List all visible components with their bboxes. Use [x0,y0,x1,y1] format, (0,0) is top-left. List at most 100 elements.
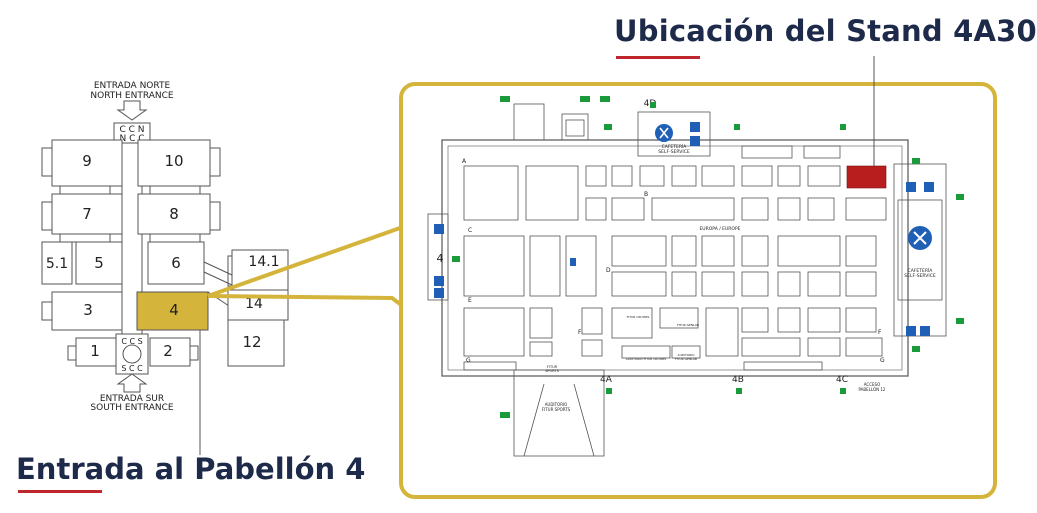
cloakroom-icon [434,224,444,234]
auditorio-sports-label-1: AUDITORIO [545,402,568,407]
exit-sign-icon [600,96,610,102]
exit-sign-icon [606,388,612,394]
callout-line-bottom [207,294,402,306]
top-cafeteria-block [637,111,711,157]
row-b-label: B [644,191,648,198]
stand-location-heading: Ubicación del Stand 4A30 [614,14,1037,48]
cutlery-glyph-right [913,231,927,245]
row-f-label: F [578,329,582,336]
accessible-icon-left [434,288,444,298]
north-entrance-arrow-icon [116,100,148,121]
hall-9-label: 9 [82,152,92,170]
scc-label: S C C [121,364,143,373]
auditorio-genlab-label-1: AUDITORIO [678,353,696,357]
south-entrance-label-en: SOUTH ENTRANCE [90,403,173,413]
hall-7 [51,193,123,235]
exit-sign-icon [736,388,742,394]
exit-sign-icon [500,96,510,102]
exit-sign-icon [452,256,460,262]
exit-sign-icon [500,412,510,418]
exit-sign-icon [912,346,920,352]
accessible-icon-top [690,136,700,146]
info-icon-center [570,258,576,266]
row-a-label: A [462,158,467,165]
exit-sign-icon [650,102,656,108]
auditorio-cruises-label: AUDITORIO FITUR CRUISES [626,357,667,361]
hall-5-1 [41,241,73,285]
hall-3 [51,291,123,331]
hall-1-label: 1 [90,342,100,360]
cutlery-glyph-top [659,127,669,139]
hall-6-label: 6 [171,254,181,272]
fitur-sports-label-1: FITUR [547,365,558,369]
entrance-heading-underline [18,490,102,493]
fitur-genlab-label: FITUR GENLAB [677,323,699,327]
acceso-label-1: ACCESO [864,382,880,387]
hall-12 [227,319,285,367]
row-g-label: G [466,357,471,364]
floor-plan-labels: 4 A B C D E F G F G EUROPA / EUROPE CAFE… [437,99,936,412]
row-d-label: D [606,267,611,274]
south-entrance-arrow-icon [116,373,148,393]
ccn-label: C C N [119,125,144,135]
hall-entrance-heading: Entrada al Pabellón 4 [16,452,366,486]
hall-5-label: 5 [94,254,104,272]
accessible-icon-right-top [924,182,934,192]
hall-10-label: 10 [164,152,183,170]
gate-4b-label: 4B [732,375,744,385]
ccs-label: C C S [121,337,142,346]
stand-heading-underline [616,56,700,59]
south-entrance-label-es: ENTRADA SUR [100,394,164,404]
top-cafeteria-label-2: SELF-SERVICE [658,149,690,155]
top-cafeteria-label-1: CAFETERÍA [662,143,688,150]
ccn-building [113,122,151,144]
hall-7-label: 7 [82,205,92,223]
exit-sign-icon [840,388,846,394]
right-cafeteria-label-2: SELF-SERVICE [904,273,936,279]
hall-4-label: 4 [169,301,179,319]
hall-2-label: 2 [163,342,173,360]
hall-14-1-label: 14.1 [248,254,279,270]
acceso-label-2: PABELLÓN 12 [859,387,886,392]
exit-sign-icon [734,124,740,130]
hall-number-label: 4 [437,252,444,265]
floor-plan-icons [434,96,964,418]
hall-2 [149,337,191,367]
right-cafeteria-label-1: CAFETERÍA [908,267,934,274]
info-icon [434,276,444,286]
row-f-right-label: F [878,329,882,336]
fitur-cruises-label: FITUR CRUISES [627,315,650,319]
hall-4-highlighted [136,291,209,331]
callout-line-top [207,226,401,298]
gate-4a-label: 4A [600,375,613,385]
exit-sign-icon [956,318,964,324]
hall-5 [75,241,123,285]
exit-sign-icon [604,124,612,130]
stand-4a30-highlight [846,165,887,189]
ccs-building [115,333,149,375]
north-entrance-label-es: ENTRADA NORTE [94,81,171,91]
restroom-icon-right-bottom [906,326,916,336]
hall-8-label: 8 [169,205,179,223]
exit-sign-icon [912,158,920,164]
site-map: ENTRADA NORTE NORTH ENTRANCE C C N N C C… [41,81,289,413]
exit-sign-icon [956,194,964,200]
row-c-label: C [468,227,472,234]
north-entrance-label-en: NORTH ENTRANCE [90,91,174,101]
restroom-icon-top [690,122,700,132]
accessible-icon-right-bottom [920,326,930,336]
fitur-sports-label-2: SPORTS [545,369,559,373]
auditorio-genlab-label-2: FITUR GENLAB [675,357,697,361]
exit-sign-icon [580,96,590,102]
hall-plan-frame [399,82,997,499]
hall-5-1-label: 5.1 [46,256,68,272]
hall-12-label: 12 [242,333,261,351]
europe-aisle-label: EUROPA / EUROPE [699,226,740,232]
exit-sign-icon [840,124,846,130]
hall-6 [147,241,205,285]
fitur-sports-auditorium [513,369,605,457]
restroom-icon-right-top [906,182,916,192]
auditorio-sports-label-2: FITUR SPORTS [542,407,571,412]
hall-14-label: 14 [245,296,263,312]
